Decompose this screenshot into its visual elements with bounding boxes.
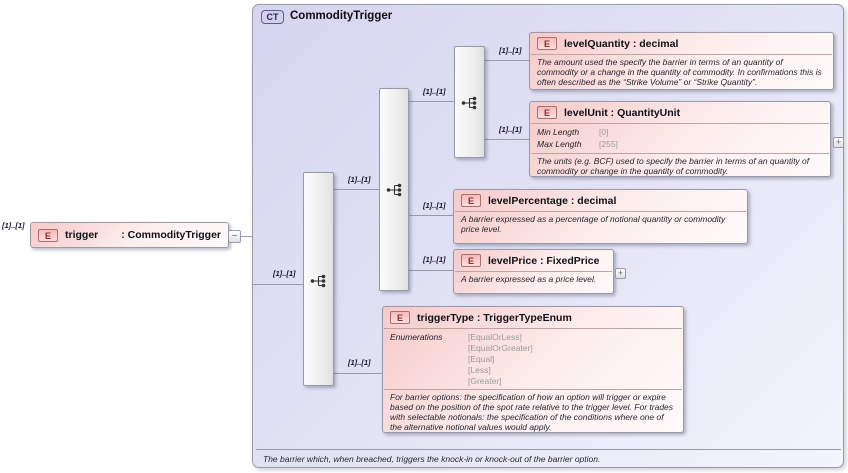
enumeration-value: [Equal] (468, 354, 495, 365)
element-documentation: For barrier options: the specification o… (390, 392, 674, 433)
sequence-group[interactable] (303, 172, 334, 386)
connector-line (241, 236, 252, 237)
complex-type-badge-icon: CT (261, 10, 284, 24)
complex-type-title: CommodityTrigger (290, 10, 393, 22)
element-type: : CommodityTrigger (121, 229, 221, 241)
cardinality-label: [1]..[1] (2, 221, 25, 230)
enumeration-value: [Greater] (468, 376, 502, 387)
divider (531, 54, 832, 55)
element-badge-icon: E (537, 106, 557, 119)
element-title: levelQuantity : decimal (564, 37, 679, 50)
connector-line (485, 60, 529, 61)
element-title: levelPercentage : decimal (488, 194, 617, 207)
connector-line (485, 139, 529, 140)
element-name: trigger (65, 229, 99, 241)
cardinality-label: [1]..[1] (348, 175, 371, 184)
element-box-levelQuantity[interactable]: E levelQuantity : decimal The amount use… (529, 32, 834, 90)
element-badge-icon: E (537, 37, 557, 50)
connector-line (409, 101, 454, 102)
divider (531, 123, 829, 124)
enumerations-section: Enumerations [EqualOrLess] [EqualOrGreat… (383, 329, 683, 389)
sequence-icon (461, 95, 479, 116)
complex-type-documentation: The barrier which, when breached, trigge… (263, 454, 601, 464)
element-box-levelPercentage[interactable]: E levelPercentage : decimal A barrier ex… (453, 189, 748, 244)
connector-line (409, 270, 453, 271)
enumeration-value: [Less] (468, 365, 491, 376)
element-documentation: The amount used the specify the barrier … (537, 57, 822, 87)
sequence-group[interactable] (454, 46, 485, 158)
element-title: levelUnit : QuantityUnit (564, 106, 681, 119)
element-box-triggerType[interactable]: E triggerType : TriggerTypeEnum Enumerat… (382, 306, 684, 433)
element-badge-icon: E (461, 194, 481, 207)
facet-row: Max Length [255] (530, 138, 830, 150)
enumeration-value: [EqualOrLess] (468, 332, 522, 342)
element-badge-icon: E (38, 228, 58, 242)
connector-line (253, 284, 303, 285)
element-documentation: A barrier expressed as a price level. (461, 274, 597, 284)
element-documentation: The units (e.g. BCF) used to specify the… (537, 155, 810, 176)
connector-line (409, 215, 453, 216)
collapse-button[interactable]: − (228, 230, 241, 243)
cardinality-label: [1]..[1] (423, 201, 446, 210)
element-badge-icon: E (461, 254, 481, 267)
enumeration-value: [EqualOrGreater] (468, 343, 533, 354)
divider (384, 389, 682, 391)
facet-label: Min Length (537, 127, 580, 137)
sequence-group[interactable] (379, 88, 409, 291)
facet-value: [0] (599, 127, 609, 137)
element-title: triggerType : TriggerTypeEnum (417, 311, 572, 324)
facet-value: [255] (599, 139, 618, 150)
element-badge-icon: E (390, 311, 410, 324)
divider (256, 449, 841, 450)
enumerations-label: Enumerations (390, 332, 443, 342)
element-box-levelUnit[interactable]: E levelUnit : QuantityUnit Min Length [0… (529, 101, 831, 177)
sequence-icon (310, 273, 328, 294)
element-documentation: A barrier expressed as a percentage of n… (461, 214, 726, 234)
element-box-trigger[interactable]: E trigger : CommodityTrigger (30, 222, 229, 248)
expand-button[interactable]: + (615, 268, 626, 279)
facet-label: Max Length (537, 139, 582, 150)
sequence-icon (386, 182, 404, 203)
cardinality-label: [1]..[1] (423, 255, 446, 264)
divider (531, 152, 829, 154)
cardinality-label: [1]..[1] (348, 358, 371, 367)
cardinality-label: [1]..[1] (499, 125, 522, 134)
cardinality-label: [1]..[1] (273, 269, 296, 278)
cardinality-label: [1]..[1] (499, 46, 522, 55)
cardinality-label: [1]..[1] (423, 87, 446, 96)
facet-row: Min Length [0] (530, 126, 830, 138)
divider (384, 328, 682, 329)
connector-line (334, 373, 382, 374)
divider (455, 211, 746, 212)
expand-button[interactable]: + (833, 137, 844, 148)
element-box-levelPrice[interactable]: E levelPrice : FixedPrice A barrier expr… (453, 249, 614, 294)
complex-type-container: CT CommodityTrigger [1]..[1] [1]..[1] [1… (252, 4, 844, 468)
connector-line (334, 189, 379, 190)
element-title: levelPrice : FixedPrice (488, 254, 600, 267)
divider (455, 271, 612, 272)
